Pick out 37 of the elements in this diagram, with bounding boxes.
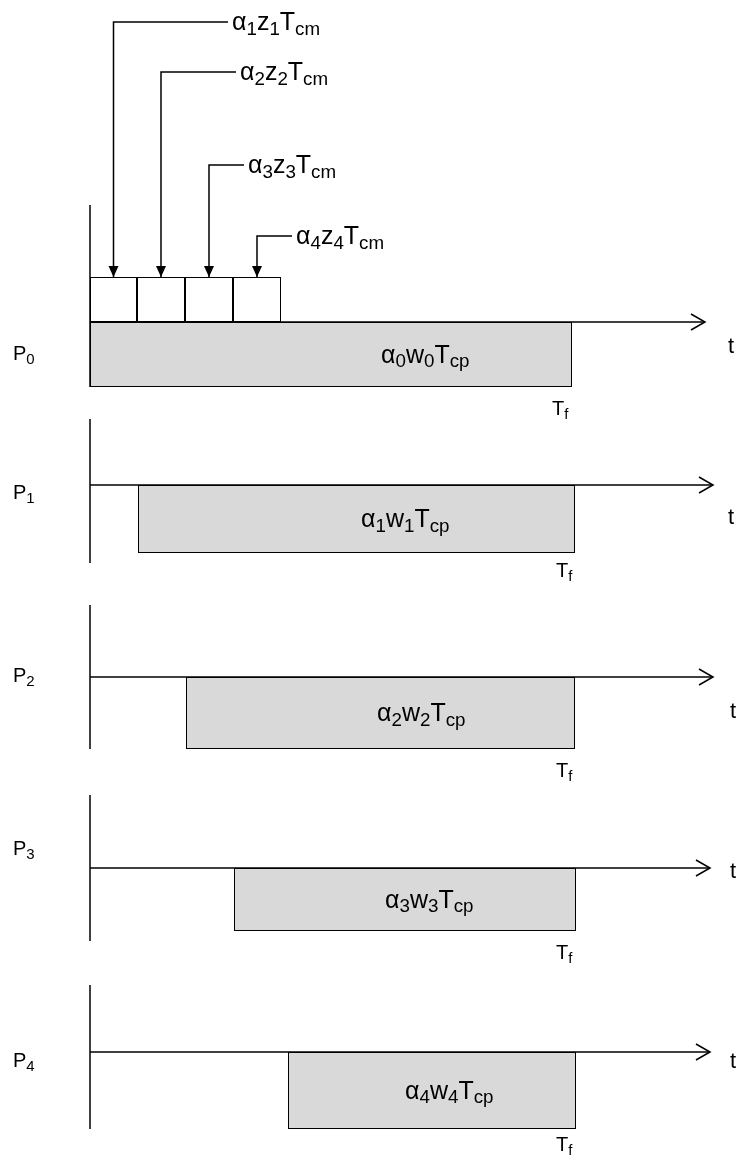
computation-block — [186, 677, 575, 749]
processor-label: P$_{0}$ — [13, 343, 35, 363]
leader-arrow — [204, 164, 245, 278]
block-label: α$_{3}$w$_{3}$T$_{cp}$ — [385, 883, 474, 919]
time-axis-label: t — [730, 860, 737, 882]
leader-arrow — [156, 71, 237, 278]
time-axis-label: t — [730, 700, 737, 722]
time-axis-label: t — [728, 506, 735, 528]
callout-label: α$_{4}$z$_{4}$T$_{cm}$ — [296, 220, 385, 252]
block-label: α$_{2}$w$_{2}$T$_{cp}$ — [377, 697, 466, 732]
callout-label: α$_{1}$z$_{1}$T$_{cm}$ — [232, 6, 321, 38]
computation-block — [288, 1052, 576, 1129]
computation-block — [90, 322, 572, 387]
block-label: α$_{4}$w$_{4}$T$_{cp}$ — [405, 1074, 494, 1110]
processor-label: P$_{4}$ — [13, 1050, 35, 1070]
time-slot-box — [90, 277, 137, 322]
processor-label: P$_{2}$ — [13, 665, 35, 685]
processor-label: P$_{1}$ — [13, 482, 35, 502]
leader-arrow — [252, 235, 293, 278]
finish-time-label: T$_{f}$ — [556, 942, 573, 962]
finish-time-label: T$_{f}$ — [556, 1134, 573, 1154]
time-slot-box — [137, 277, 185, 322]
time-axis-label: t — [730, 1050, 737, 1072]
block-label: α$_{1}$w$_{1}$T$_{cp}$ — [361, 503, 450, 538]
computation-block — [234, 868, 576, 931]
callout-label: α$_{2}$z$_{2}$T$_{cm}$ — [240, 56, 329, 88]
callout-label: α$_{3}$z$_{3}$T$_{cm}$ — [248, 149, 337, 181]
finish-time-label: T$_{f}$ — [556, 760, 573, 780]
time-axis-label: t — [728, 335, 735, 357]
finish-time-label: T$_{f}$ — [556, 560, 573, 580]
finish-time-label: T$_{f}$ — [552, 398, 569, 418]
processor-label: P$_{3}$ — [13, 838, 35, 858]
time-slot-box — [185, 277, 233, 322]
computation-block — [138, 485, 575, 553]
leader-arrow — [108, 21, 229, 278]
time-slot-box — [233, 277, 281, 322]
block-label: α$_{0}$w$_{0}$T$_{cp}$ — [381, 338, 470, 374]
